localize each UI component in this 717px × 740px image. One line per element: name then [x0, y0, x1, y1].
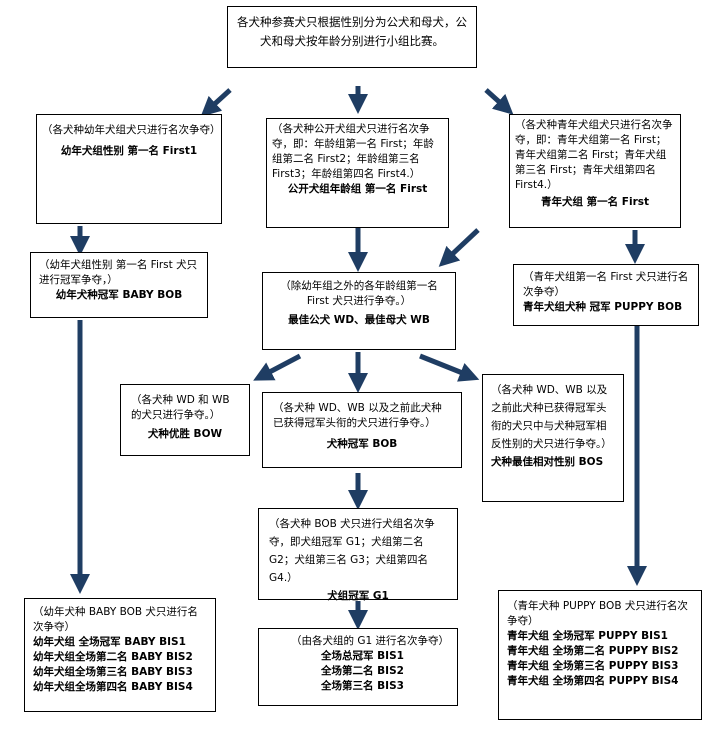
- top-text: 各犬种参赛犬只根据性别分为公犬和母犬，公犬和母犬按年龄分别进行小组比赛。: [237, 15, 467, 48]
- puppy-group-desc: （各犬种青年犬组犬只进行名次争夺，即：青年犬组第一名 First；青年犬组第二名…: [515, 119, 673, 191]
- group-box: （各犬种 BOB 犬只进行犬组名次争夺，即犬组冠军 G1；犬组第二名 G2；犬组…: [258, 508, 458, 602]
- top-box: 各犬种参赛犬只根据性别分为公犬和母犬，公犬和母犬按年龄分别进行小组比赛。: [227, 6, 477, 68]
- baby-bob-desc: （幼年犬组性别 第一名 First 犬只进行冠军争夺，）: [39, 259, 198, 286]
- bob-desc: （各犬种 WD、WB 以及之前此犬种已获得冠军头衔的犬只进行争夺。）: [273, 402, 442, 429]
- bob-box: （各犬种 WD、WB 以及之前此犬种已获得冠军头衔的犬只进行争夺。） 犬种冠军 …: [262, 392, 462, 468]
- bos-box: （各犬种 WD、WB 以及之前此犬种已获得冠军头衔的犬只中与犬种冠军相反性别的犬…: [482, 374, 624, 502]
- arrow-wdwb-to-bos: [419, 353, 480, 382]
- bos-title: 犬种最佳相对性别 BOS: [491, 456, 604, 468]
- puppy-bis-row-3: 青年犬组 全场第三名 PUPPY BIS3: [507, 660, 679, 672]
- puppy-bis-row-1: 青年犬组 全场冠军 PUPPY BIS1: [507, 630, 668, 642]
- open-group-box: （各犬种公开犬组犬只进行名次争夺，即：年龄组第一名 First；年龄组第二名 F…: [266, 118, 449, 228]
- baby-group-desc: （各犬种幼年犬组犬只进行名次争夺）: [42, 124, 221, 136]
- baby-bob-title: 幼年犬种冠军 BABY BOB: [55, 289, 183, 301]
- wd-wb-title: 最佳公犬 WD、最佳母犬 WB: [288, 314, 430, 326]
- open-group-desc: （各犬种公开犬组犬只进行名次争夺，即：年龄组第一名 First；年龄组第二名 F…: [272, 123, 434, 180]
- arrow-wdwb-to-bow: [253, 353, 302, 381]
- group-title: 犬组冠军 G1: [327, 590, 389, 602]
- bis-row-1: 全场总冠军 BIS1: [321, 650, 404, 662]
- puppy-bis-desc: （青年犬种 PUPPY BOB 犬只进行名次争夺）: [507, 600, 688, 627]
- baby-bis-row-2: 幼年犬组全场第二名 BABY BIS2: [33, 651, 193, 663]
- bob-title: 犬种冠军 BOB: [326, 438, 398, 450]
- baby-bis-row-4: 幼年犬组全场第四名 BABY BIS4: [33, 681, 193, 693]
- baby-bis-desc: （幼年犬种 BABY BOB 犬只进行名次争夺）: [33, 606, 198, 633]
- bos-desc: （各犬种 WD、WB 以及之前此犬种已获得冠军头衔的犬只中与犬种冠军相反性别的犬…: [491, 384, 612, 450]
- group-desc: （各犬种 BOB 犬只进行犬组名次争夺，即犬组冠军 G1；犬组第二名 G2；犬组…: [269, 518, 435, 584]
- arrow-top-to-puppy: [484, 88, 514, 115]
- open-group-title: 公开犬组年龄组 第一名 First: [287, 183, 428, 195]
- bow-title: 犬种优胜 BOW: [147, 428, 223, 440]
- bow-box: （各犬种 WD 和 WB 的犬只进行争夺。） 犬种优胜 BOW: [120, 384, 250, 456]
- baby-bob-box: （幼年犬组性别 第一名 First 犬只进行冠军争夺，） 幼年犬种冠军 BABY…: [30, 252, 208, 318]
- bow-desc: （各犬种 WD 和 WB 的犬只进行争夺。）: [131, 394, 230, 421]
- bis-box: （由各犬组的 G1 进行名次争夺） 全场总冠军 BIS1 全场第二名 BIS2 …: [258, 628, 458, 706]
- baby-bis-row-1: 幼年犬组 全场冠军 BABY BIS1: [33, 636, 186, 648]
- arrow-top-to-baby: [200, 88, 232, 117]
- wd-wb-desc: （除幼年组之外的各年龄组第一名 First 犬只进行争夺。）: [280, 280, 438, 307]
- baby-group-title: 幼年犬组性别 第一名 First1: [60, 145, 198, 157]
- wd-wb-box: （除幼年组之外的各年龄组第一名 First 犬只进行争夺。） 最佳公犬 WD、最…: [262, 272, 456, 350]
- puppy-bis-box: （青年犬种 PUPPY BOB 犬只进行名次争夺） 青年犬组 全场冠军 PUPP…: [498, 590, 702, 720]
- arrow-puppy-to-wdwb: [438, 228, 480, 267]
- baby-bis-row-3: 幼年犬组全场第三名 BABY BIS3: [33, 666, 193, 678]
- puppy-group-box: （各犬种青年犬组犬只进行名次争夺，即：青年犬组第一名 First；青年犬组第二名…: [509, 114, 681, 228]
- bis-row-2: 全场第二名 BIS2: [321, 665, 404, 677]
- bis-row-3: 全场第三名 BIS3: [321, 680, 404, 692]
- puppy-bis-row-4: 青年犬组 全场第四名 PUPPY BIS4: [507, 675, 679, 687]
- puppy-group-title: 青年犬组 第一名 First: [540, 196, 650, 208]
- puppy-bob-title: 青年犬组犬种 冠军 PUPPY BOB: [523, 301, 683, 313]
- baby-group-box: （各犬种幼年犬组犬只进行名次争夺） 幼年犬组性别 第一名 First1: [36, 114, 222, 224]
- baby-bis-box: （幼年犬种 BABY BOB 犬只进行名次争夺） 幼年犬组 全场冠军 BABY …: [24, 598, 216, 712]
- bis-desc: （由各犬组的 G1 进行名次争夺）: [291, 635, 449, 647]
- puppy-bob-desc: （青年犬组第一名 First 犬只进行名次争夺）: [523, 271, 689, 298]
- puppy-bis-row-2: 青年犬组 全场第二名 PUPPY BIS2: [507, 645, 679, 657]
- puppy-bob-box: （青年犬组第一名 First 犬只进行名次争夺） 青年犬组犬种 冠军 PUPPY…: [513, 264, 699, 326]
